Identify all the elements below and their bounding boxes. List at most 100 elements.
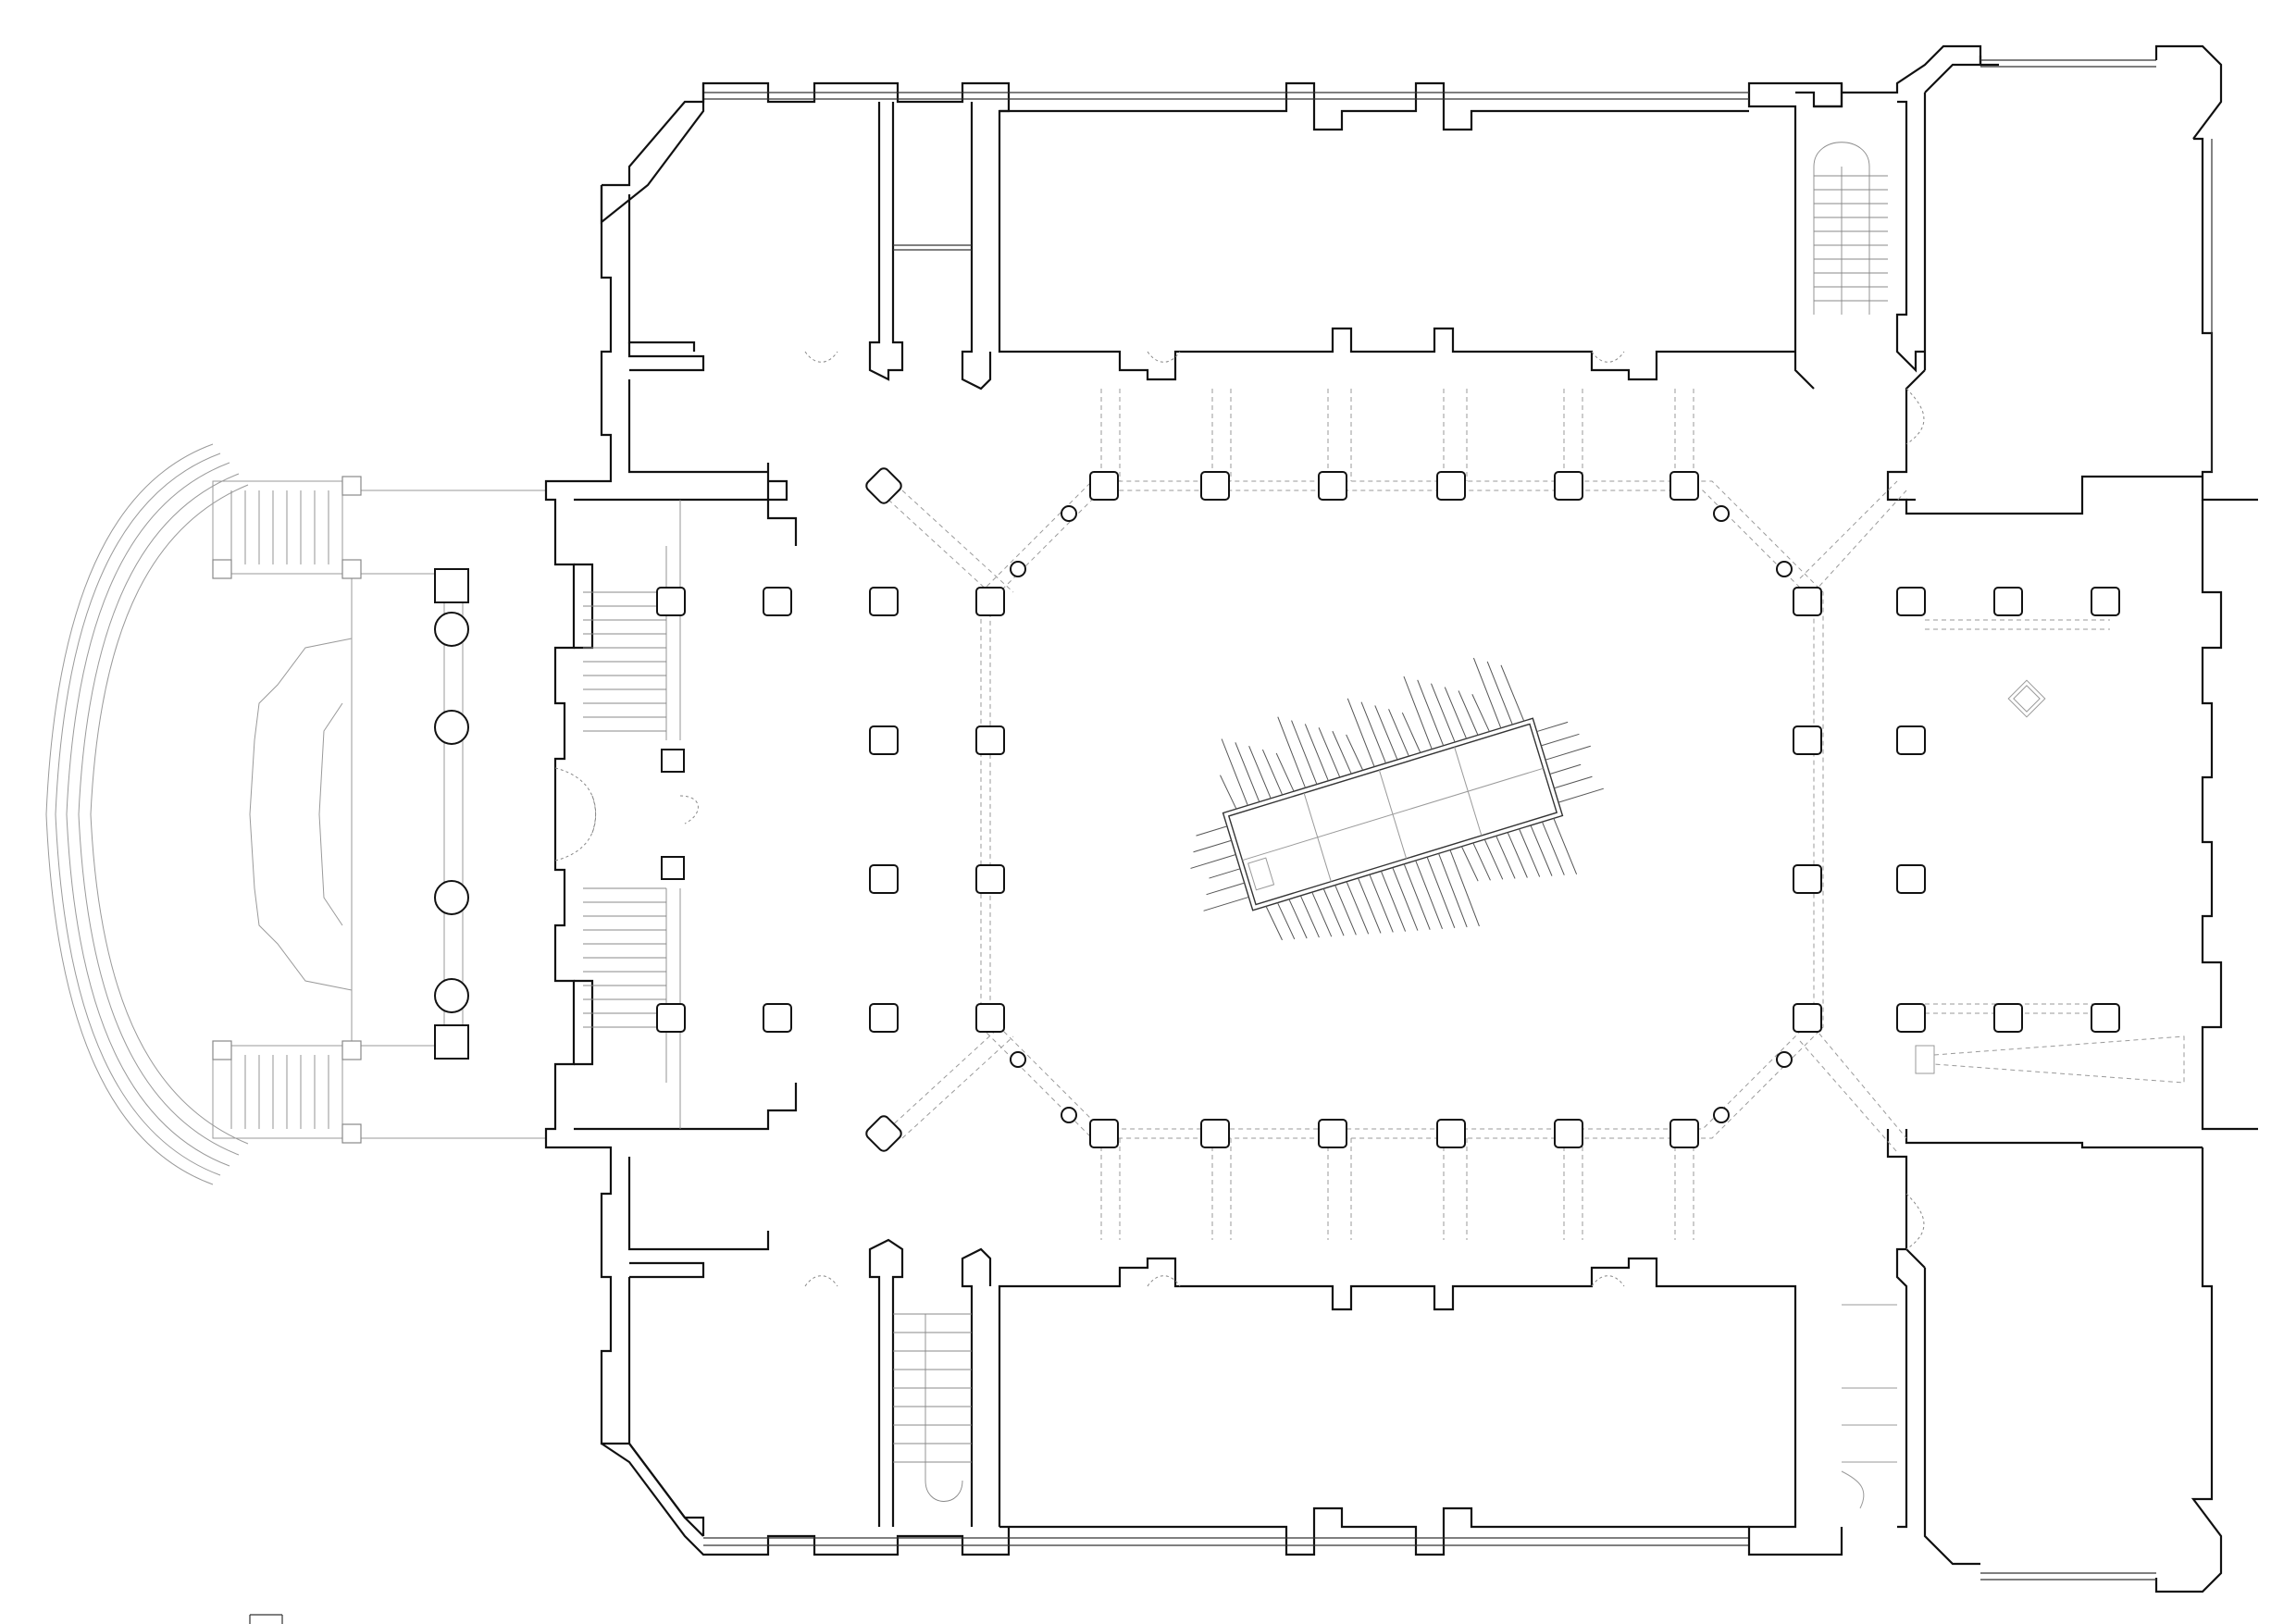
pier <box>869 864 899 894</box>
installation-ray <box>1220 775 1237 810</box>
installation-ray <box>1530 824 1553 876</box>
installation-ray <box>1265 906 1283 941</box>
installation-ray <box>1444 687 1468 739</box>
installation-ray <box>1519 828 1541 877</box>
installation-ray <box>1426 856 1456 929</box>
installation-ray <box>1401 712 1421 753</box>
left-room-walls <box>868 102 992 1527</box>
right-room-walls <box>1795 44 2258 1593</box>
installation-ray <box>1388 709 1409 757</box>
pier <box>869 587 899 616</box>
pier <box>1436 471 1466 501</box>
installation-ray <box>1507 832 1528 878</box>
installation-ray <box>1311 891 1333 937</box>
installation-ray <box>1221 738 1248 806</box>
installation-ray <box>1193 839 1232 853</box>
installation-ray <box>1304 724 1329 781</box>
right-wing-fixtures <box>1841 1304 1897 1509</box>
installation-ray <box>1392 867 1419 931</box>
grand-stair-upper <box>583 500 681 740</box>
piers <box>656 467 2120 1152</box>
pier <box>975 1003 1005 1033</box>
installation-ray <box>1291 720 1318 785</box>
installation-ray <box>1206 882 1245 896</box>
pier <box>1793 587 1822 616</box>
pier <box>865 1115 902 1152</box>
pier <box>1089 471 1119 501</box>
installation-ray <box>1374 705 1398 761</box>
outer-walls <box>544 81 1843 1556</box>
installation-ray <box>1472 842 1491 881</box>
pier <box>1896 1003 1926 1033</box>
pier <box>763 1003 792 1033</box>
installation-ray <box>1553 818 1578 874</box>
entrance-portico <box>45 443 546 1185</box>
pier <box>1318 1119 1347 1148</box>
pier <box>1669 1119 1699 1148</box>
installation-ray <box>1554 775 1593 789</box>
pier <box>2091 587 2120 616</box>
pier <box>1993 1003 2023 1033</box>
pier <box>1089 1119 1119 1148</box>
installation-rays-bottom <box>1265 818 1578 941</box>
installation-ray <box>1549 763 1582 775</box>
installation-ray <box>1545 745 1591 761</box>
installation-ray <box>1358 877 1382 934</box>
installation-ray <box>1486 661 1513 725</box>
pier <box>1436 1119 1466 1148</box>
installation-ray <box>1541 733 1580 747</box>
installation-ray <box>1458 690 1479 736</box>
service-stair-top <box>1813 142 1888 315</box>
pier <box>869 1003 899 1033</box>
installation-ray <box>1403 863 1431 930</box>
pier <box>975 864 1005 894</box>
service-stair-bottom <box>893 1313 972 1502</box>
pier <box>865 467 902 504</box>
installation-ray <box>1322 888 1345 936</box>
installation-ray <box>1472 657 1502 728</box>
pier <box>975 725 1005 755</box>
installation-ray <box>1318 727 1341 778</box>
installation-ray <box>1438 853 1468 928</box>
pier <box>763 587 792 616</box>
stair-halls <box>554 500 699 1129</box>
pier <box>656 587 686 616</box>
installation-ray <box>1196 825 1228 837</box>
pier <box>1993 587 2023 616</box>
installation-ray <box>1299 895 1320 938</box>
pier <box>1669 471 1699 501</box>
installation-ray <box>1261 749 1284 796</box>
pier <box>1896 587 1926 616</box>
column <box>1776 1051 1793 1068</box>
installation-ray <box>1360 701 1386 763</box>
installation-ray <box>1248 746 1272 799</box>
installation-rays-sides <box>1190 721 1604 911</box>
pier <box>656 1003 686 1033</box>
installation-ray <box>1558 787 1604 803</box>
installation-ray <box>1541 821 1565 875</box>
installation-ray <box>1496 836 1516 879</box>
installation-ray <box>1500 664 1525 722</box>
column <box>1776 561 1793 577</box>
installation-ray <box>1369 874 1394 933</box>
installation-ray <box>1415 860 1443 929</box>
pier <box>975 587 1005 616</box>
column <box>1061 1107 1077 1123</box>
installation-ray <box>1332 730 1352 775</box>
pier <box>1554 471 1583 501</box>
pier <box>1554 1119 1583 1148</box>
column <box>1010 1051 1026 1068</box>
pier <box>1896 725 1926 755</box>
installation-rays-top <box>1220 657 1525 810</box>
pier <box>2091 1003 2120 1033</box>
installation-ray <box>1417 679 1445 746</box>
pier <box>1793 725 1822 755</box>
pier <box>1896 864 1926 894</box>
installation-ray <box>1449 849 1480 927</box>
column <box>1713 1107 1730 1123</box>
installation-ray <box>1431 683 1456 743</box>
pier <box>1793 1003 1822 1033</box>
pier <box>1318 471 1347 501</box>
grand-stair-lower <box>583 887 681 1129</box>
